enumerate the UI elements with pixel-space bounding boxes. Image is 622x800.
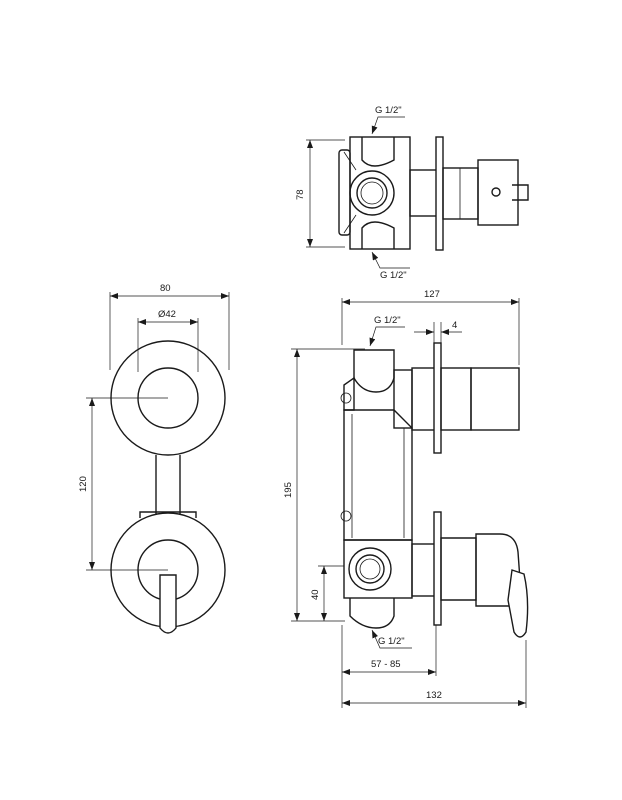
top-port-outer <box>349 170 395 216</box>
side-body <box>343 409 413 541</box>
top-handle <box>477 159 519 226</box>
top-view: 78 G 1/2" G 1/2" <box>295 105 529 281</box>
side-view: 127 G 1/2" 4 195 <box>283 289 529 708</box>
top-wall-plate <box>435 136 444 251</box>
upper-outlet <box>353 349 395 393</box>
dim-127: 127 <box>424 289 440 300</box>
dim-120: 120 <box>78 476 89 492</box>
dim-80: 80 <box>160 283 171 294</box>
side-upper-handle <box>470 367 520 431</box>
dim-195: 195 <box>283 482 294 498</box>
side-thread-lower: G 1/2" <box>378 636 405 647</box>
side-lever <box>507 569 529 638</box>
dim-diameter: Ø42 <box>158 309 176 320</box>
side-thread-upper: G 1/2" <box>374 315 401 326</box>
lower-valve-block <box>343 539 413 599</box>
side-lower-plate <box>433 511 442 626</box>
dim-4: 4 <box>452 320 457 331</box>
dim-57-85: 57 - 85 <box>371 659 401 670</box>
top-body <box>349 136 411 250</box>
dim-132: 132 <box>426 690 442 701</box>
dim-40: 40 <box>310 589 321 600</box>
dim-78: 78 <box>295 189 306 200</box>
side-upper-plate <box>433 342 442 454</box>
top-thread-upper: G 1/2" <box>375 105 402 116</box>
front-lever <box>159 574 177 634</box>
top-thread-lower: G 1/2" <box>380 270 407 281</box>
front-view: 80 Ø42 120 <box>78 283 230 634</box>
